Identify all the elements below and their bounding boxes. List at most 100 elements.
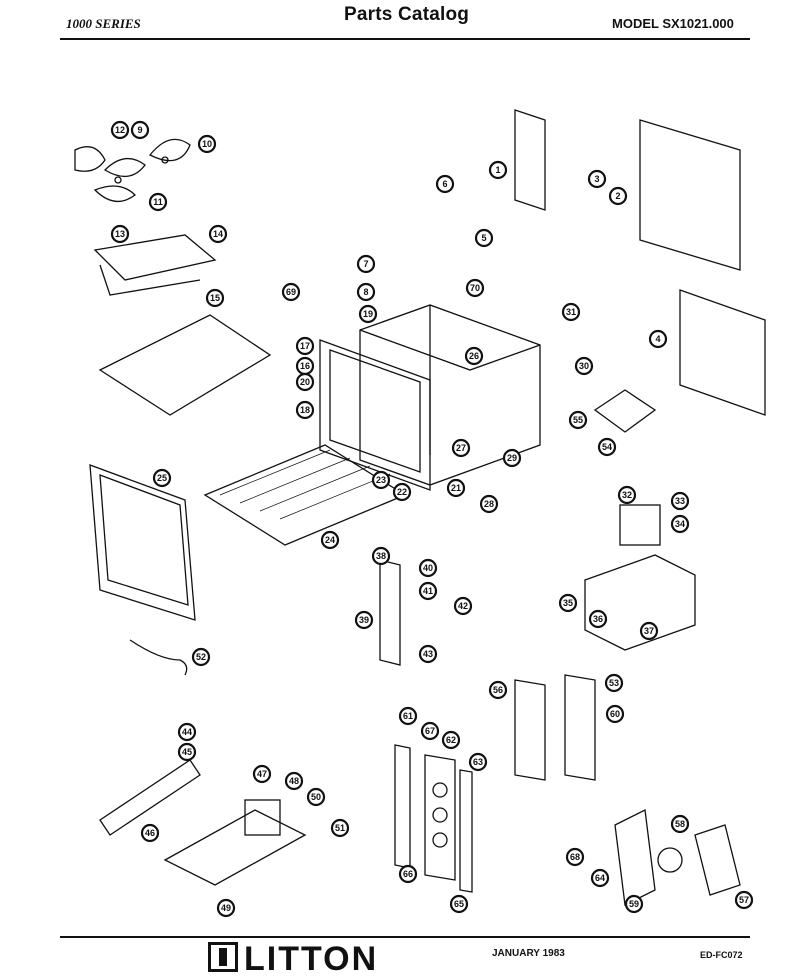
callout-number: 70 xyxy=(470,283,480,293)
callout-number: 67 xyxy=(425,726,435,736)
callout-3: 3 xyxy=(587,169,607,189)
callout-number: 13 xyxy=(115,229,125,239)
callout-17: 17 xyxy=(295,336,315,356)
callout-40: 40 xyxy=(418,558,438,578)
callout-number: 60 xyxy=(610,709,620,719)
callout-number: 62 xyxy=(446,735,456,745)
callout-44: 44 xyxy=(177,722,197,742)
callout-number: 27 xyxy=(456,443,466,453)
callout-number: 19 xyxy=(363,309,373,319)
callout-number: 52 xyxy=(196,652,206,662)
callout-52: 52 xyxy=(191,647,211,667)
callout-4: 4 xyxy=(648,329,668,349)
callout-number: 69 xyxy=(286,287,296,297)
callout-number: 2 xyxy=(615,191,620,201)
callout-number: 40 xyxy=(423,563,433,573)
callout-57: 57 xyxy=(734,890,754,910)
callout-number: 54 xyxy=(602,442,612,452)
keypad-panel xyxy=(424,754,456,881)
callout-48: 48 xyxy=(284,771,304,791)
callout-14: 14 xyxy=(208,224,228,244)
callout-number: 47 xyxy=(257,769,267,779)
callout-number: 33 xyxy=(675,496,685,506)
callout-27: 27 xyxy=(451,438,471,458)
callout-47: 47 xyxy=(252,764,272,784)
callout-number: 43 xyxy=(423,649,433,659)
callout-1: 1 xyxy=(488,160,508,180)
callout-49: 49 xyxy=(216,898,236,918)
vent-grille xyxy=(593,389,657,433)
callout-12: 12 xyxy=(110,120,130,140)
callout-10: 10 xyxy=(197,134,217,154)
magnetron xyxy=(619,504,661,546)
callout-62: 62 xyxy=(441,730,461,750)
callout-number: 63 xyxy=(473,757,483,767)
callout-53: 53 xyxy=(604,673,624,693)
callout-number: 31 xyxy=(566,307,576,317)
callout-number: 45 xyxy=(182,747,192,757)
motor-cover xyxy=(694,824,741,896)
callout-7: 7 xyxy=(356,254,376,274)
door-switch-plate xyxy=(394,744,411,869)
callout-number: 55 xyxy=(573,415,583,425)
callout-number: 17 xyxy=(300,341,310,351)
series-label: 1000 SERIES xyxy=(66,16,141,31)
callout-23: 23 xyxy=(371,470,391,490)
control-panel xyxy=(514,679,546,781)
brand-name: LITTON xyxy=(244,940,379,978)
callout-number: 48 xyxy=(289,776,299,786)
callout-number: 51 xyxy=(335,823,345,833)
front-frame xyxy=(319,339,431,491)
callout-number: 16 xyxy=(300,361,310,371)
callout-number: 10 xyxy=(202,139,212,149)
callout-56: 56 xyxy=(488,680,508,700)
callout-42: 42 xyxy=(453,596,473,616)
base-plate xyxy=(584,554,696,651)
callout-8: 8 xyxy=(356,282,376,302)
callout-21: 21 xyxy=(446,478,466,498)
callout-number: 18 xyxy=(300,405,310,415)
callout-number: 20 xyxy=(300,377,310,387)
callout-number: 32 xyxy=(622,490,632,500)
callout-number: 36 xyxy=(593,614,603,624)
callout-number: 9 xyxy=(137,125,142,135)
callout-number: 42 xyxy=(458,601,468,611)
trim-strip xyxy=(459,769,473,893)
callout-29: 29 xyxy=(502,448,522,468)
fan-housing xyxy=(614,809,656,906)
catalog-date: JANUARY 1983 xyxy=(492,948,565,959)
callout-number: 46 xyxy=(145,828,155,838)
callout-13: 13 xyxy=(110,224,130,244)
callout-number: 5 xyxy=(481,233,486,243)
callout-number: 23 xyxy=(376,475,386,485)
switch-bracket xyxy=(379,559,401,666)
callout-51: 51 xyxy=(330,818,350,838)
document-code: ED-FC072 xyxy=(700,950,743,960)
callout-9: 9 xyxy=(130,120,150,140)
back-panel xyxy=(514,109,546,211)
callout-number: 24 xyxy=(325,535,335,545)
callout-39: 39 xyxy=(354,610,374,630)
model-number: MODEL SX1021.000 xyxy=(612,16,734,31)
callout-55: 55 xyxy=(568,410,588,430)
callout-60: 60 xyxy=(605,704,625,724)
header-rule xyxy=(60,38,750,40)
callout-46: 46 xyxy=(140,823,160,843)
callout-number: 29 xyxy=(507,453,517,463)
callout-number: 66 xyxy=(403,869,413,879)
callout-66: 66 xyxy=(398,864,418,884)
callout-58: 58 xyxy=(670,814,690,834)
callout-11: 11 xyxy=(148,192,168,212)
callout-38: 38 xyxy=(371,546,391,566)
callout-number: 28 xyxy=(484,499,494,509)
callout-33: 33 xyxy=(670,491,690,511)
callout-number: 4 xyxy=(655,334,660,344)
transformer-base xyxy=(163,809,307,886)
footer-rule xyxy=(60,936,750,938)
page-title: Parts Catalog xyxy=(344,4,470,25)
callout-6: 6 xyxy=(435,174,455,194)
door-panel xyxy=(89,464,196,621)
transformer xyxy=(244,799,281,836)
callout-67: 67 xyxy=(420,721,440,741)
